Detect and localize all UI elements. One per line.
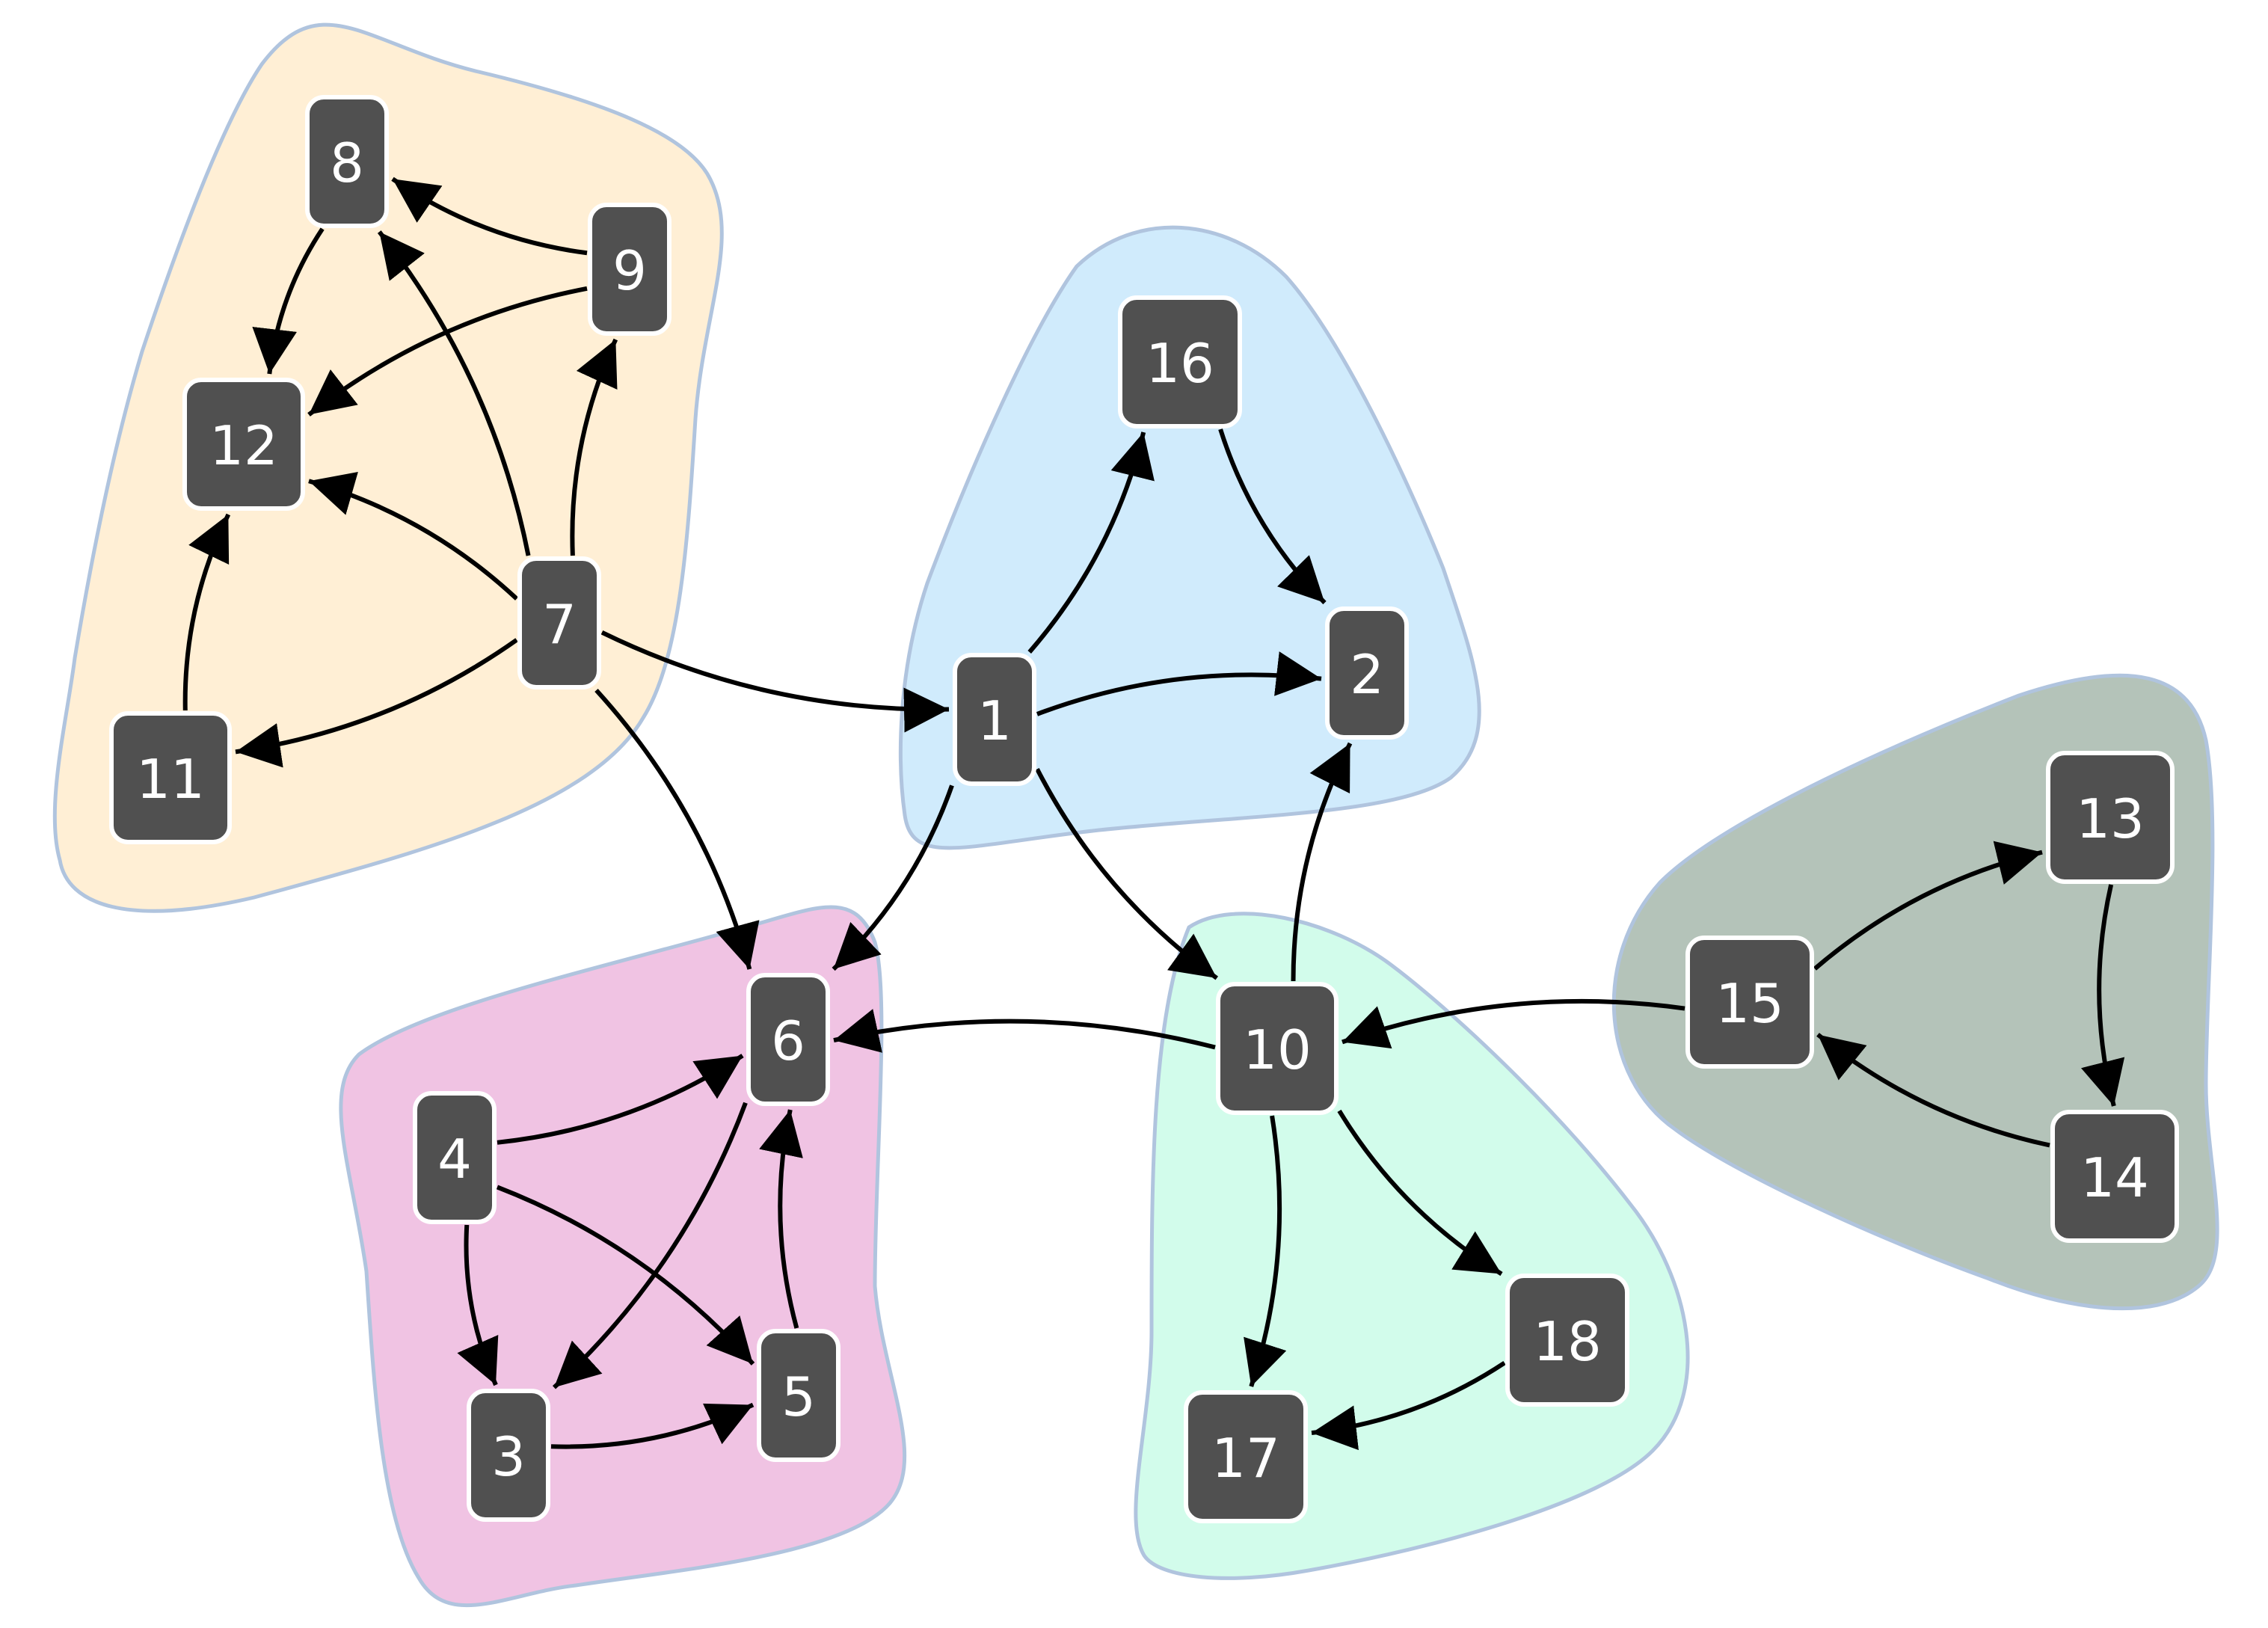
cluster-layer	[52, 22, 2219, 1608]
node-6: 6	[746, 973, 830, 1106]
edge-8-to-12	[252, 227, 325, 375]
edge-10-to-6	[833, 1009, 1216, 1053]
edge-3-to-5	[550, 1402, 755, 1449]
node-label-1: 1	[977, 689, 1012, 752]
node-label-5: 5	[781, 1366, 816, 1428]
node-label-2: 2	[1350, 643, 1384, 706]
edge-4-to-6	[497, 1054, 744, 1145]
node-label-12: 12	[209, 414, 278, 477]
node-box-10	[1216, 982, 1339, 1115]
edge-7-to-12	[308, 472, 519, 600]
node-label-7: 7	[542, 593, 577, 656]
edge-1-to-2	[1036, 651, 1322, 716]
node-12: 12	[182, 378, 305, 511]
node-box-14	[2050, 1110, 2179, 1243]
edge-7-to-9	[570, 338, 618, 556]
node-box-18	[1505, 1274, 1629, 1407]
node-box-13	[2046, 751, 2175, 884]
node-13: 13	[2046, 751, 2175, 884]
node-11: 11	[109, 711, 232, 844]
node-8: 8	[305, 95, 389, 228]
node-box-16	[1118, 295, 1242, 428]
node-box-17	[1184, 1390, 1308, 1523]
edge-10-to-2	[1291, 742, 1353, 982]
node-label-14: 14	[2080, 1146, 2149, 1209]
node-label-16: 16	[1146, 332, 1214, 395]
edge-13-to-14	[2081, 884, 2125, 1107]
node-16: 16	[1118, 295, 1242, 428]
node-1: 1	[953, 653, 1036, 786]
edge-1-to-16	[1027, 431, 1155, 654]
node-label-8: 8	[330, 132, 364, 194]
node-2: 2	[1325, 606, 1409, 740]
edge-6-to-3	[552, 1102, 748, 1389]
node-label-3: 3	[491, 1425, 526, 1488]
node-box-1	[953, 653, 1036, 786]
edge-14-to-15	[1816, 1033, 2050, 1148]
node-3: 3	[467, 1389, 550, 1522]
node-label-10: 10	[1243, 1019, 1312, 1081]
edge-7-to-11	[235, 638, 518, 768]
edge-9-to-12	[307, 286, 588, 417]
node-label-15: 15	[1715, 972, 1784, 1035]
node-label-4: 4	[437, 1128, 472, 1191]
node-10: 10	[1216, 982, 1339, 1115]
node-4: 4	[413, 1091, 497, 1224]
node-18: 18	[1505, 1274, 1629, 1407]
node-box-12	[182, 378, 305, 511]
node-7: 7	[517, 556, 601, 689]
edge-5-to-6	[759, 1109, 803, 1329]
node-box-2	[1325, 606, 1409, 740]
node-label-6: 6	[771, 1010, 805, 1072]
node-box-11	[109, 711, 232, 844]
edge-1-to-6	[832, 784, 954, 971]
node-label-17: 17	[1211, 1427, 1280, 1490]
edge-1-to-10	[1035, 767, 1219, 980]
edge-10-to-17	[1244, 1115, 1287, 1387]
node-box-15	[1685, 936, 1814, 1069]
node-box-7	[517, 556, 601, 689]
edge-15-to-10	[1342, 998, 1685, 1049]
node-label-13: 13	[2076, 787, 2145, 850]
edge-4-to-3	[457, 1224, 499, 1386]
node-box-4	[413, 1091, 497, 1224]
edge-18-to-17	[1311, 1360, 1506, 1451]
edge-7-to-1	[600, 630, 950, 733]
node-box-8	[305, 95, 389, 228]
edge-16-to-2	[1218, 428, 1327, 605]
edge-7-to-8	[377, 230, 531, 556]
node-box-6	[746, 973, 830, 1106]
node-17: 17	[1184, 1390, 1308, 1523]
node-15: 15	[1685, 936, 1814, 1069]
node-9: 9	[588, 203, 672, 336]
edge-layer	[182, 176, 2125, 1451]
edge-7-to-6	[594, 688, 760, 970]
edge-11-to-12	[182, 513, 231, 711]
node-box-9	[588, 203, 672, 336]
node-5: 5	[757, 1329, 840, 1462]
node-14: 14	[2050, 1110, 2179, 1243]
node-label-11: 11	[136, 748, 205, 811]
edge-4-to-5	[496, 1185, 755, 1366]
node-box-5	[757, 1329, 840, 1462]
node-label-18: 18	[1533, 1310, 1602, 1373]
node-box-3	[467, 1389, 550, 1522]
edge-10-to-18	[1337, 1109, 1503, 1277]
edge-15-to-13	[1813, 841, 2043, 971]
node-label-9: 9	[612, 239, 647, 302]
edge-9-to-8	[391, 176, 588, 256]
